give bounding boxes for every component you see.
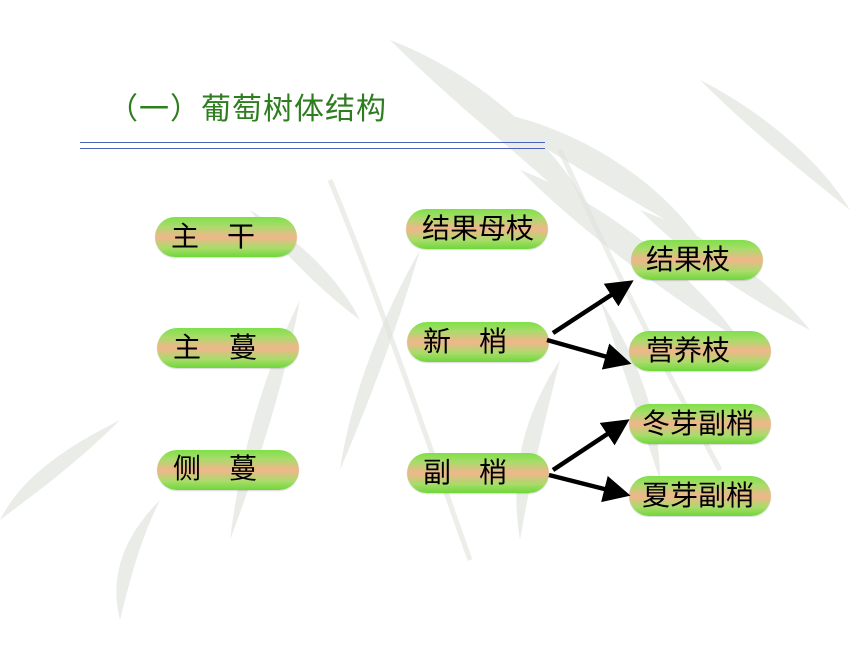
node-summer-bud-lateral bbox=[629, 476, 771, 516]
node-fruiting-branch-label: 结果枝 bbox=[646, 243, 731, 276]
node-main-trunk bbox=[155, 217, 297, 257]
node-lateral-shoot bbox=[407, 453, 549, 493]
arrow-lateral-to-winter-bud bbox=[551, 419, 630, 472]
node-main-trunk-label: 主 干 bbox=[171, 220, 256, 253]
node-main-vine bbox=[157, 328, 299, 368]
node-main-vine-label: 主 蔓 bbox=[173, 331, 258, 364]
node-fruiting-mother-branch-label: 结果母枝 bbox=[422, 212, 535, 245]
node-winter-bud-lateral-label: 冬芽副梢 bbox=[642, 407, 755, 440]
arrow-lateral-to-summer-bud bbox=[548, 472, 631, 503]
title-underline-top bbox=[80, 142, 545, 143]
page-title: （一）葡萄树体结构 bbox=[108, 92, 387, 127]
arrow-new-shoot-to-vegetative-branch bbox=[546, 337, 632, 370]
node-side-vine-label: 侧 蔓 bbox=[173, 452, 258, 485]
node-new-shoot bbox=[407, 322, 549, 362]
node-side-vine bbox=[157, 450, 299, 490]
node-vegetative-branch bbox=[629, 331, 771, 371]
node-summer-bud-lateral-label: 夏芽副梢 bbox=[642, 479, 755, 512]
node-new-shoot-label: 新 梢 bbox=[423, 325, 508, 358]
node-lateral-shoot-label: 副 梢 bbox=[423, 456, 508, 489]
node-fruiting-branch bbox=[631, 240, 763, 280]
node-fruiting-mother-branch bbox=[406, 209, 548, 249]
arrow-new-shoot-to-fruiting-branch bbox=[551, 280, 634, 335]
node-vegetative-branch-label: 营养枝 bbox=[646, 334, 731, 367]
node-winter-bud-lateral bbox=[629, 404, 771, 444]
title-underline-bottom bbox=[80, 148, 545, 149]
